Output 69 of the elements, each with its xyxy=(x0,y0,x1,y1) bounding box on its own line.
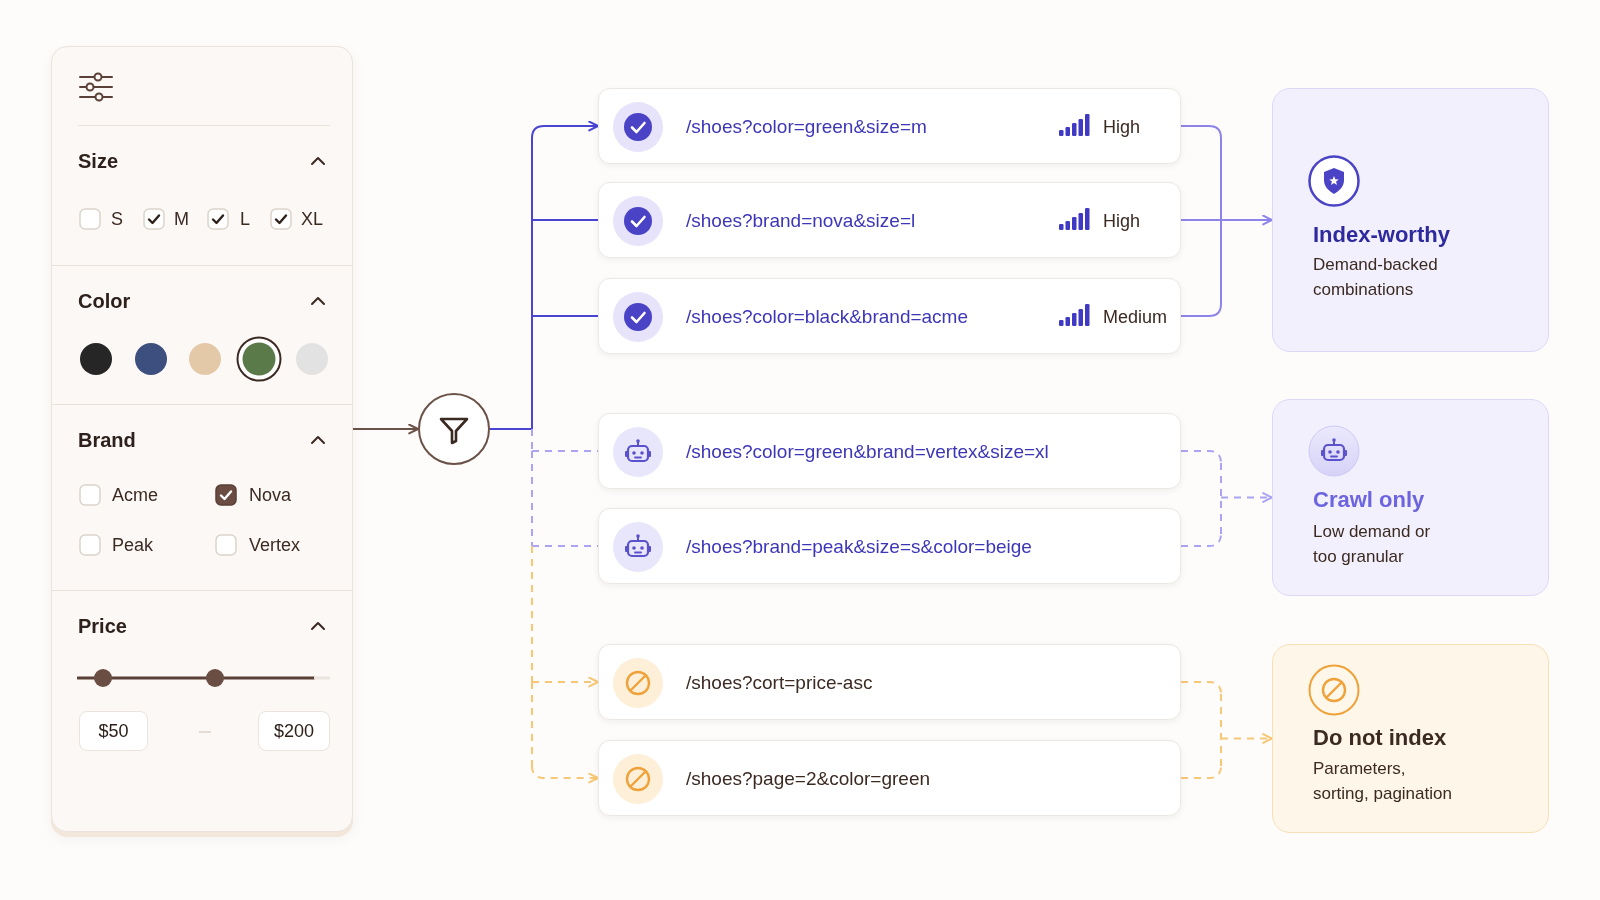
connector-arrow xyxy=(531,120,599,139)
option-label: L xyxy=(240,208,250,230)
category-description: Demand-backed combinations xyxy=(1313,254,1439,301)
connector-line xyxy=(1180,533,1222,547)
category-description: Parameters, sorting, pagination xyxy=(1313,758,1453,805)
connector-line xyxy=(1220,219,1222,305)
url-card xyxy=(598,413,1181,489)
section-heading: Size xyxy=(78,149,119,173)
section-heading: Price xyxy=(78,614,127,638)
connector-line xyxy=(531,315,599,317)
connector-arrow xyxy=(352,423,419,435)
url-text: /shoes?color=black&brand=acme xyxy=(686,305,968,329)
option-label: S xyxy=(111,208,123,230)
category-card xyxy=(1272,399,1549,596)
category-card xyxy=(1272,88,1549,352)
category-title: Do not index xyxy=(1313,724,1447,752)
connector-line xyxy=(1180,303,1222,317)
url-text: /shoes?color=green&size=m xyxy=(686,115,927,139)
demand-level: Medium xyxy=(1103,306,1168,329)
connector-line xyxy=(1220,693,1222,740)
connector-line xyxy=(1180,681,1222,695)
option-label: Acme xyxy=(112,484,158,506)
connector-line xyxy=(531,545,533,683)
connector-line xyxy=(1220,462,1222,499)
option-label: M xyxy=(174,208,189,230)
url-text: /shoes?page=2&color=green xyxy=(686,767,931,791)
price-field: $200 xyxy=(258,711,330,751)
connector-arrow xyxy=(531,676,599,688)
category-title: Index-worthy xyxy=(1313,221,1450,249)
option-label: XL xyxy=(301,208,324,230)
demand-level: High xyxy=(1103,116,1141,139)
category-title: Crawl only xyxy=(1313,486,1425,514)
url-text: /shoes?brand=peak&size=s&color=beige xyxy=(686,535,1032,559)
category-description: Low demand or too granular xyxy=(1313,521,1432,568)
connector-line xyxy=(531,450,533,547)
connector-line xyxy=(531,681,533,767)
connector-line xyxy=(531,137,533,221)
url-card xyxy=(598,644,1181,720)
option-label: Peak xyxy=(112,534,154,556)
connector-arrow xyxy=(1220,214,1273,226)
url-card xyxy=(598,740,1181,816)
connector-line xyxy=(489,428,533,430)
url-text: /shoes?cort=price-asc xyxy=(686,671,873,695)
connector-line xyxy=(531,315,533,430)
connector-line xyxy=(1180,765,1222,779)
url-card xyxy=(598,278,1181,354)
connector-line xyxy=(1180,450,1222,464)
category-card xyxy=(1272,644,1549,833)
connector-line xyxy=(531,428,533,452)
section-heading: Color xyxy=(78,289,131,313)
connector-line xyxy=(1220,137,1222,221)
url-card xyxy=(598,88,1181,164)
url-text: /shoes?brand=nova&size=l xyxy=(686,209,916,233)
option-label: Nova xyxy=(249,484,292,506)
url-card xyxy=(598,508,1181,584)
connector-arrow xyxy=(531,765,599,784)
connector-line xyxy=(1180,125,1222,139)
url-card xyxy=(598,182,1181,258)
option-label: Vertex xyxy=(249,534,301,556)
connector-line xyxy=(531,219,533,317)
connector-line xyxy=(1180,219,1222,221)
connector-line xyxy=(531,219,599,221)
connector-arrow xyxy=(1220,492,1273,503)
section-heading: Brand xyxy=(78,428,136,452)
demand-level: High xyxy=(1103,210,1141,233)
url-text: /shoes?color=green&brand=vertex&size=xl xyxy=(686,440,1049,464)
connector-line xyxy=(1220,737,1222,767)
price-field: $50 xyxy=(79,711,148,751)
connector-arrow xyxy=(1220,733,1273,744)
